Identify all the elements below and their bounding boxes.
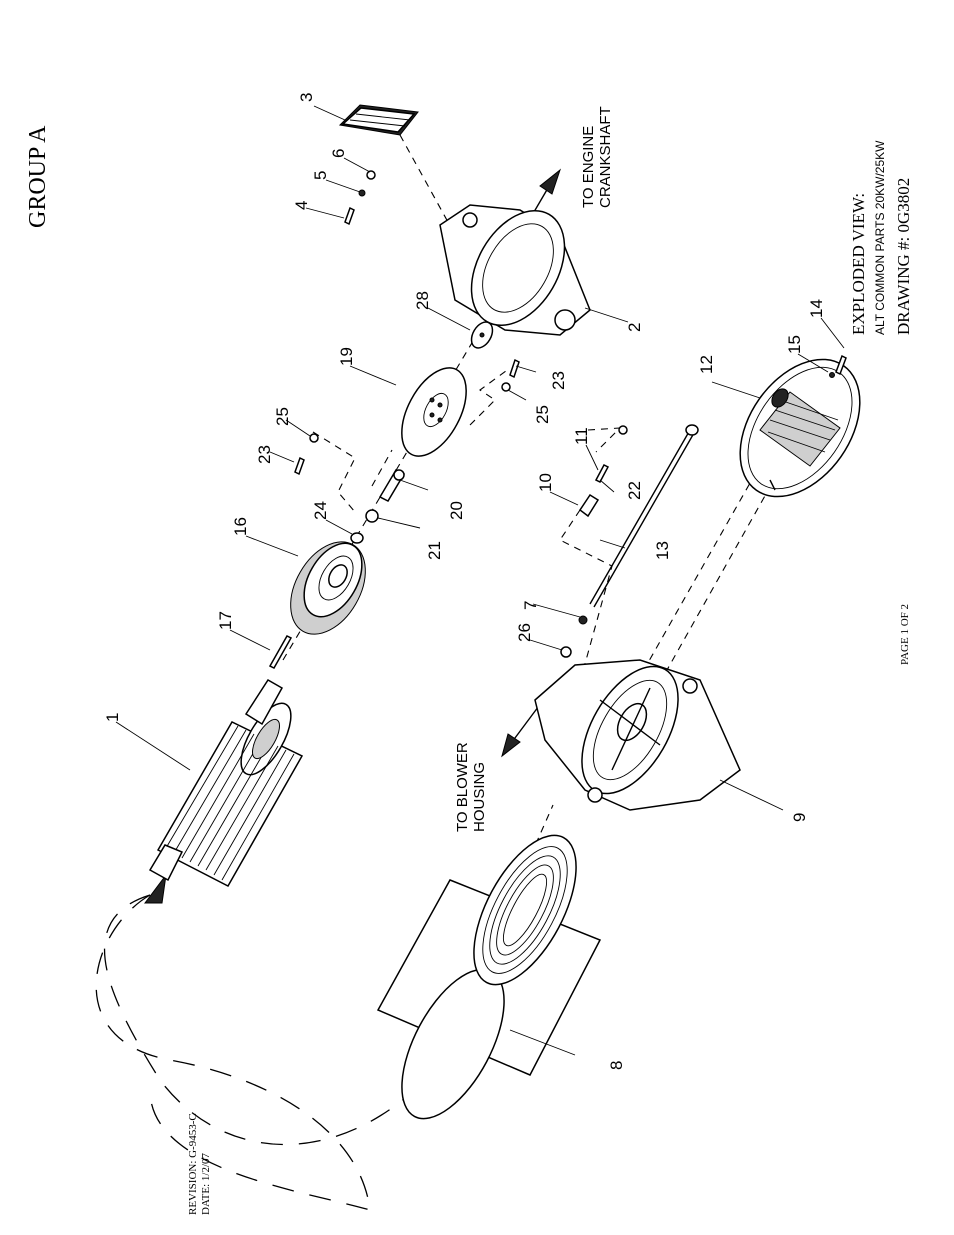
part-28-spacer — [470, 321, 494, 349]
callout-numbers: 1 2 3 4 5 6 7 8 9 10 11 12 13 14 15 16 1… — [103, 93, 826, 1070]
part-19-plate — [401, 367, 467, 457]
callout-25b: 25 — [533, 405, 552, 424]
callout-14: 14 — [807, 299, 826, 318]
callout-2: 2 — [625, 323, 644, 332]
page-number: PAGE 1 OF 2 — [899, 604, 911, 665]
callout-23a: 23 — [255, 445, 274, 464]
part-9-bearing-carrier — [534, 659, 741, 811]
to-engine-label-2: CRANKSHAFT — [597, 106, 614, 208]
part-16-fan — [290, 541, 366, 635]
callout-13: 13 — [653, 541, 672, 560]
view-title: EXPLODED VIEW: — [849, 193, 868, 335]
callout-3: 3 — [297, 93, 316, 102]
to-engine-label-1: TO ENGINE — [580, 126, 597, 208]
callout-8: 8 — [607, 1061, 626, 1070]
part-8-stator — [376, 834, 602, 1120]
part-13-through-bolt — [589, 424, 699, 608]
part-12-end-cover — [739, 358, 861, 498]
callout-26: 26 — [515, 623, 534, 642]
callout-7: 7 — [521, 601, 540, 610]
callout-19: 19 — [337, 347, 356, 366]
callout-28: 28 — [413, 291, 432, 310]
date-label: DATE: 1/2/07 — [200, 1152, 212, 1215]
callout-5: 5 — [311, 171, 330, 180]
rotor-insert-arrow — [144, 874, 167, 904]
part-2-adapter — [439, 204, 591, 336]
callout-15: 15 — [785, 335, 804, 354]
callout-6: 6 — [329, 149, 348, 158]
callout-12: 12 — [697, 355, 716, 374]
callout-4: 4 — [292, 201, 311, 210]
callout-16: 16 — [231, 517, 250, 536]
group-title: GROUP A — [25, 125, 51, 228]
to-blower-label-2: HOUSING — [471, 762, 488, 832]
small-hardware — [268, 170, 847, 669]
callout-10: 10 — [536, 473, 555, 492]
callout-25a: 25 — [273, 407, 292, 426]
callout-20: 20 — [447, 501, 466, 520]
callout-1: 1 — [103, 713, 122, 722]
to-blower-label-1: TO BLOWER — [454, 742, 471, 832]
revision-label: REVISION: G-9453-C — [187, 1113, 199, 1215]
view-subtitle: ALT COMMON PARTS 20KW/25KW — [873, 140, 887, 335]
leader-lines — [115, 105, 845, 1056]
drawing-number: DRAWING #: 0G3802 — [894, 178, 913, 335]
callout-24: 24 — [311, 501, 330, 520]
part-3-cover — [338, 104, 419, 136]
callout-23b: 23 — [549, 371, 568, 390]
callout-21: 21 — [425, 541, 444, 560]
callout-17: 17 — [216, 611, 235, 630]
callout-22: 22 — [625, 481, 644, 500]
callout-9: 9 — [790, 813, 809, 822]
callout-11: 11 — [572, 427, 591, 445]
part-1-rotor — [148, 678, 304, 887]
